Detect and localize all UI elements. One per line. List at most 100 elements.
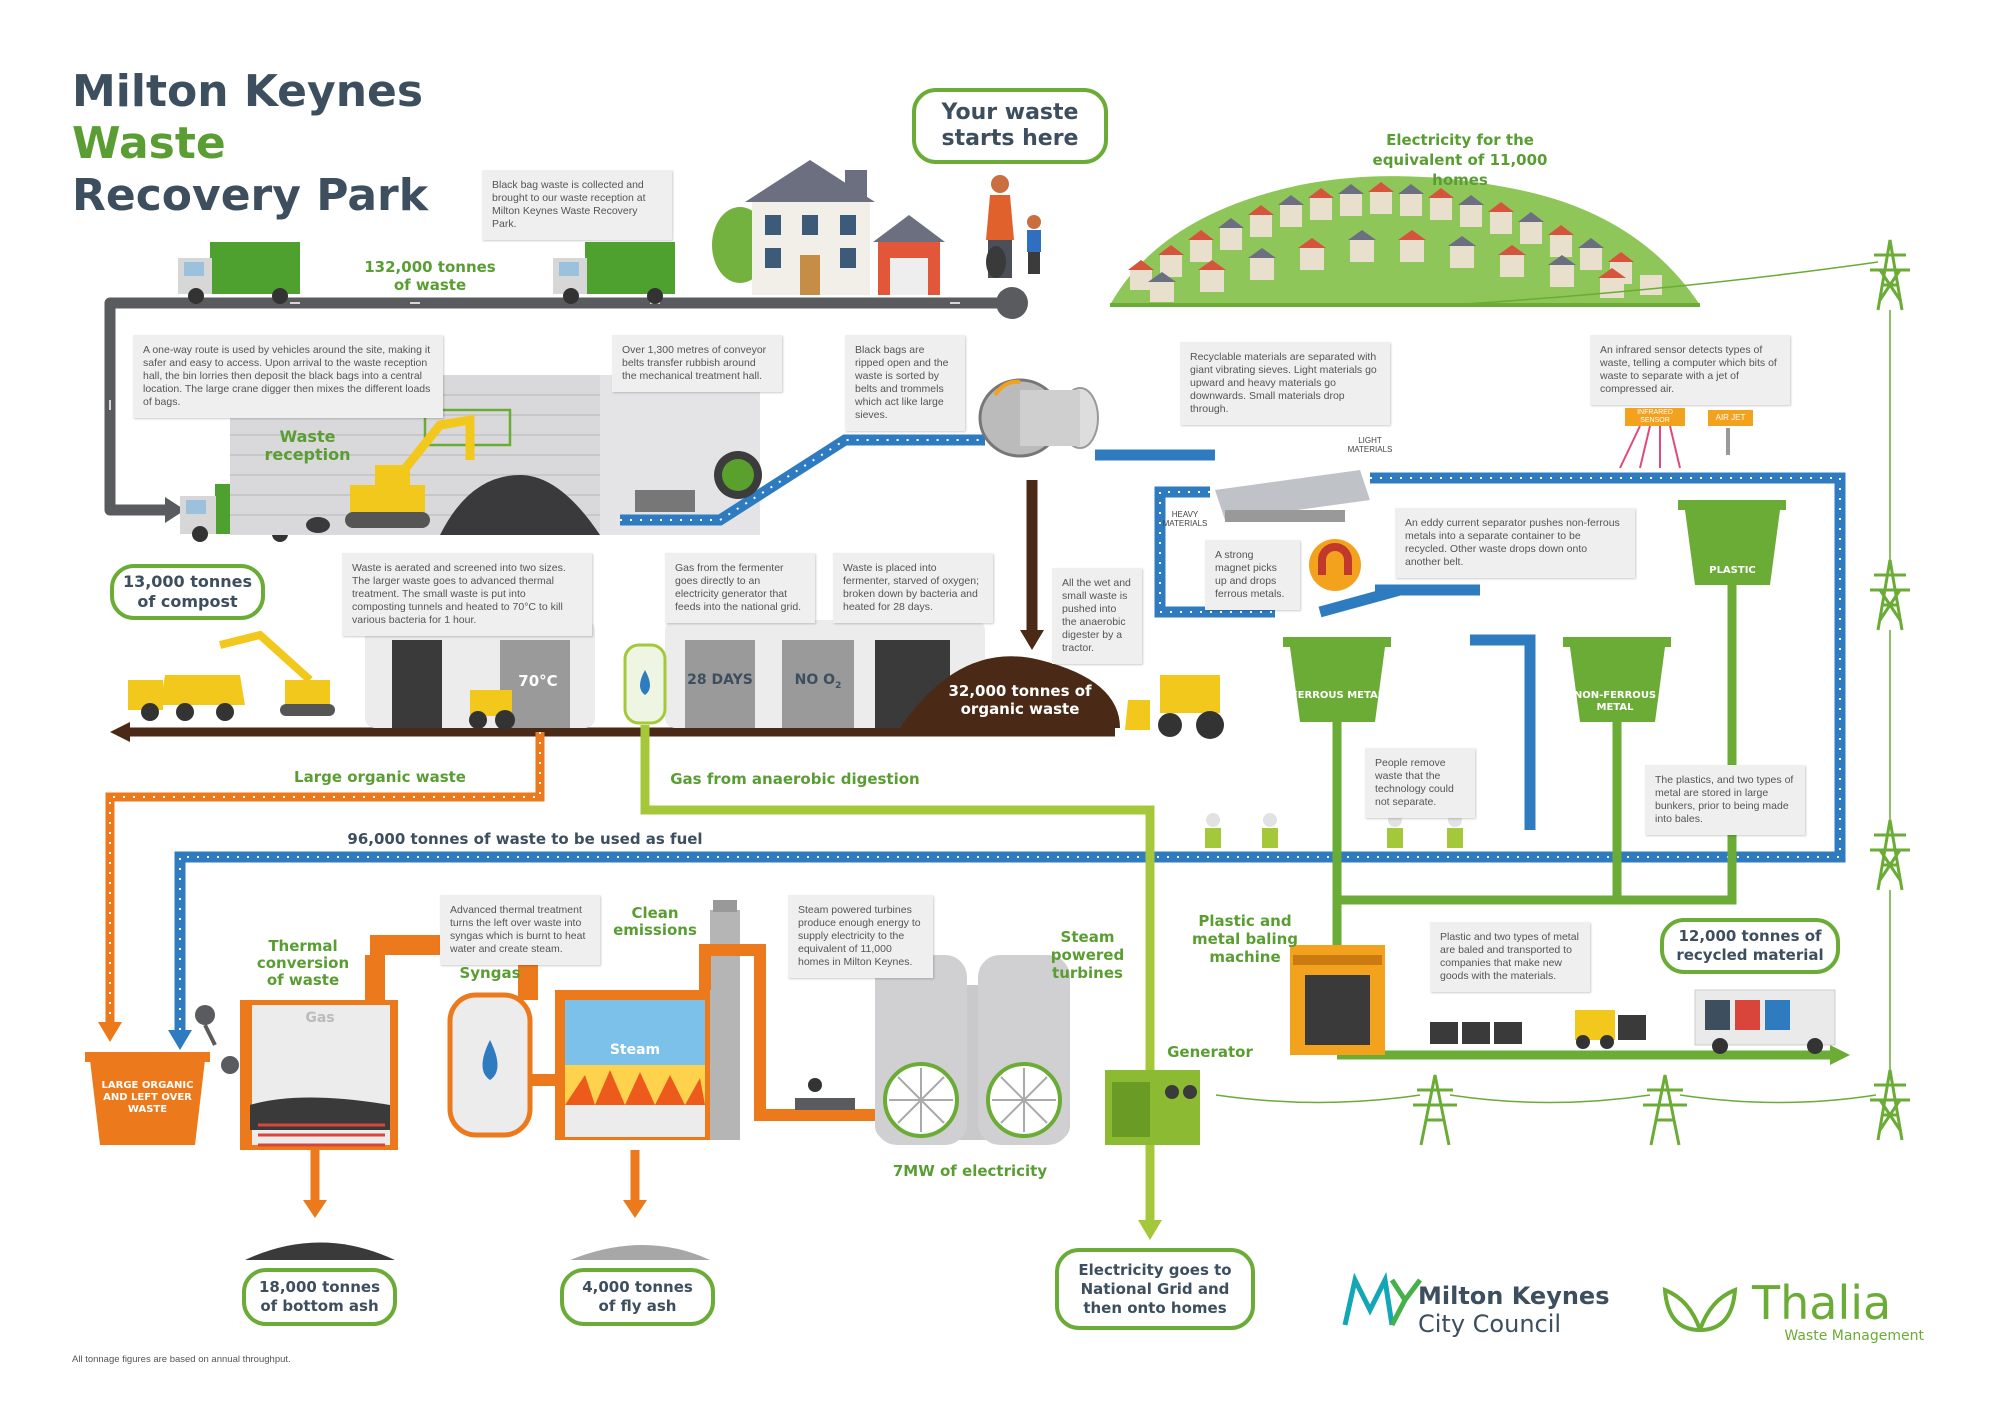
town-houses-illustration (1110, 176, 1700, 307)
large-organic-bin (85, 1052, 210, 1145)
vibrating-sieve (1215, 470, 1370, 522)
chimney (710, 900, 740, 1140)
generator (1105, 1070, 1200, 1145)
organic-ground-line (110, 722, 1115, 742)
note-collect: Black bag waste is collected and brought… (482, 170, 672, 240)
note-magnet: A strong magnet picks up and drops ferro… (1205, 540, 1300, 610)
fly-ash-callout: 4,000 tonnes of fly ash (560, 1268, 715, 1326)
title-line1-a: Milton Keynes (72, 66, 424, 117)
steam-turbines-label: Steam powered turbines (1050, 928, 1125, 982)
anaerobic-digester (665, 620, 1120, 728)
trommel-drum (978, 378, 1099, 458)
thermal-label: Thermal conversion of waste (256, 937, 350, 989)
note-fermenter: Waste is placed into fermenter, starved … (833, 553, 993, 623)
thalia-logo-name: Thalia (1752, 1276, 1892, 1330)
steam-turbines (875, 955, 1070, 1145)
ash-arrows (303, 1150, 647, 1218)
grab-claw (195, 1005, 239, 1074)
magnet-icon (1309, 539, 1361, 591)
fuel-96k-label: 96,000 tonnes of waste to be used as fue… (347, 830, 703, 848)
non-ferrous-bin (1563, 637, 1671, 722)
note-baled: Plastic and two types of metal are baled… (1430, 922, 1590, 992)
recycled-12k-callout: 12,000 tonnes of recycled material (1660, 918, 1840, 974)
note-infrared: An infrared sensor detects types of wast… (1590, 335, 1790, 405)
generator-label: Generator (1167, 1043, 1253, 1061)
ash-piles (245, 1242, 710, 1260)
days-label: 28 DAYS (687, 672, 753, 688)
note-aerated: Waste is aerated and screened into two s… (342, 553, 592, 636)
steam-pipes (699, 944, 880, 1121)
tractor-right (1125, 675, 1224, 739)
note-ripped: Black bags are ripped open and the waste… (845, 335, 965, 431)
baling-label: Plastic and metal baling machine (1191, 912, 1299, 966)
waste-reception-label: Waste reception (264, 427, 351, 464)
recycling-green-lines (1332, 585, 1830, 1060)
house-illustration (712, 160, 945, 295)
ferrous-label: FERROUS METAL (1290, 690, 1385, 701)
heavy-materials-label: HEAVY MATERIALS (1162, 510, 1208, 528)
conveyor-belt-upper (620, 434, 985, 526)
recycling-truck (1694, 989, 1836, 1054)
steam-text: Steam (609, 1042, 661, 1058)
dump-truck-compost (128, 675, 245, 721)
page-title: Milton Keynes Waste Recovery Park (72, 66, 592, 222)
electricity-homes-label: Electricity for the equivalent of 11,000… (1372, 131, 1548, 189)
note-oneway: A one-way route is used by vehicles arou… (133, 335, 443, 418)
bin-lorry-1 (178, 242, 300, 304)
note-sieves: Recyclable materials are separated with … (1180, 342, 1390, 425)
note-people: People remove waste that the technology … (1365, 748, 1475, 818)
gas-text: Gas (305, 1010, 335, 1026)
bin-lorry-2 (553, 242, 675, 304)
thalia-logo-mark (1662, 1286, 1738, 1333)
mk-logo-line1: Milton Keynes (1418, 1282, 1610, 1310)
note-bunkers: The plastics, and two types of metal are… (1645, 765, 1805, 835)
light-materials-label: LIGHT MATERIALS (1347, 436, 1393, 454)
note-fermenter-gas: Gas from the fermenter goes directly to … (665, 553, 815, 623)
ferrous-bin (1283, 637, 1391, 722)
crane-digger (345, 414, 475, 528)
compost-callout: 13,000 tonnes of compost (110, 564, 265, 620)
large-organic-label: Large organic waste (294, 768, 466, 786)
tonnes-waste-label: 132,000 tonnes of waste (364, 258, 496, 294)
gas-tank (623, 643, 667, 725)
baling-machine (1290, 945, 1385, 1055)
operator-desk (795, 1078, 855, 1110)
forklift (1575, 1010, 1646, 1049)
plastic-bin (1678, 500, 1786, 585)
no-o2-label: NO O2 (794, 672, 842, 691)
waste-piles (306, 475, 600, 535)
non-ferrous-label: NON-FERROUS METAL (1573, 690, 1657, 713)
bales (1430, 1022, 1522, 1044)
plastic-label: PLASTIC (1709, 565, 1756, 576)
national-grid-callout: Electricity goes to National Grid and th… (1055, 1248, 1255, 1330)
start-callout: Your waste starts here (912, 88, 1108, 164)
infrared-sensor (1619, 408, 1685, 469)
steam-boiler (555, 990, 715, 1140)
infrared-label: INFRARED SENSOR (1637, 409, 1673, 424)
note-wet: All the wet and small waste is pushed in… (1052, 568, 1142, 664)
mk-logo-text: Milton Keynes City Council (1418, 1282, 1618, 1338)
thalia-logo-text: Thalia Waste Management (1752, 1278, 1932, 1344)
mk-logo-mark (1342, 1271, 1422, 1327)
thermal-conversion-unit (240, 935, 538, 1150)
tractor-left (469, 690, 515, 730)
large-organic-bin-label: LARGE ORGANIC AND LEFT OVER WASTE (101, 1080, 194, 1115)
clean-emissions-label: Clean emissions (613, 904, 697, 939)
title-line2: Recovery Park (72, 170, 428, 221)
syngas-tank (447, 992, 555, 1138)
title-line1-b: Waste (72, 118, 226, 169)
air-jet (1708, 410, 1753, 455)
gas-line (640, 725, 1155, 1220)
note-att: Advanced thermal treatment turns the lef… (440, 895, 600, 965)
note-eddy: An eddy current separator pushes non-fer… (1395, 508, 1635, 578)
family-illustration (986, 175, 1041, 278)
air-jet-label: AIR JET (1715, 413, 1746, 422)
large-organic-line (105, 732, 545, 1025)
gas-ad-label: Gas from anaerobic digestion (670, 770, 920, 788)
o2-subscript: 2 (835, 680, 842, 691)
note-turbines: Steam powered turbines produce enough en… (788, 895, 933, 978)
bottom-ash-callout: 18,000 tonnes of bottom ash (242, 1268, 397, 1326)
footnote: All tonnage figures are based on annual … (72, 1354, 291, 1365)
temp-label: 70°C (518, 672, 558, 690)
